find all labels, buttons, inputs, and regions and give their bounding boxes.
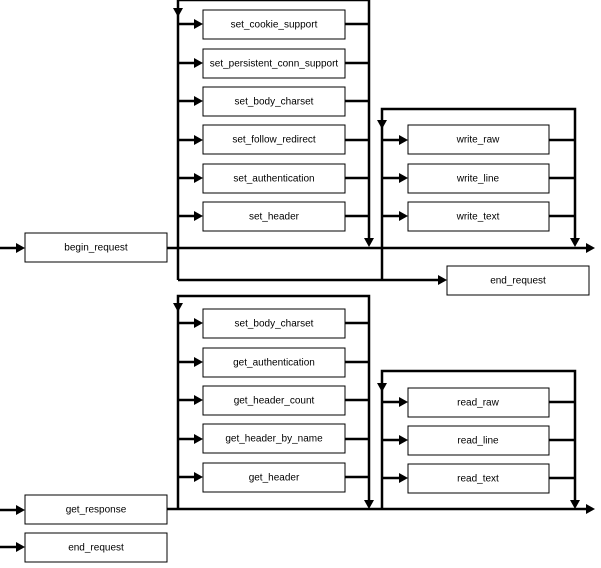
setter-label: set_header xyxy=(249,212,300,223)
reader-label: read_line xyxy=(457,436,499,447)
writer-box-raw: write_raw xyxy=(407,124,550,155)
request-end-bypass-arrow xyxy=(438,275,447,285)
setter-box-cookie-support: set_cookie_support xyxy=(202,9,346,40)
get-response-entry-arrow xyxy=(16,505,25,515)
get-response-box: get_response xyxy=(24,494,168,525)
response-readers-loop-top-arrow xyxy=(377,383,387,392)
begin-request-entry-arrow xyxy=(16,243,25,253)
writer-label: write_text xyxy=(456,212,500,223)
request-setters-loop-return-arrow xyxy=(364,238,374,247)
reader-box-line: read_line xyxy=(407,425,550,456)
response-getters-loop-line xyxy=(176,294,371,509)
setter-label: set_body_charset xyxy=(235,97,314,108)
request-writer-arrows xyxy=(382,135,408,221)
request-writer-return-lines xyxy=(549,138,575,218)
reader-label: read_raw xyxy=(457,398,499,409)
response-main-flow-arrow xyxy=(586,504,595,514)
setter-box-body-charset: set_body_charset xyxy=(202,86,346,117)
getter-box-body-charset: set_body_charset xyxy=(202,308,346,339)
begin-request-box: begin_request xyxy=(24,232,168,263)
setter-label: set_cookie_support xyxy=(231,20,318,31)
reader-box-raw: read_raw xyxy=(407,387,550,418)
reader-label: read_text xyxy=(457,474,499,485)
response-reader-return-lines xyxy=(549,400,575,480)
writer-label: write_raw xyxy=(456,135,501,146)
response-readers-loop-return-arrow xyxy=(570,500,580,509)
writer-label: write_line xyxy=(456,174,500,185)
request-writers-loop-line xyxy=(380,107,577,280)
setter-label: set_persistent_conn_support xyxy=(210,59,339,70)
request-section: begin_request set_cookie_support set_per… xyxy=(0,0,595,296)
setter-label: set_follow_redirect xyxy=(232,135,316,146)
end-request-label: end_request xyxy=(68,543,124,554)
request-writers-loop-top-arrow xyxy=(377,120,387,129)
getter-box-authentication: get_authentication xyxy=(202,347,346,378)
getter-label: get_header_count xyxy=(234,396,315,407)
end-request-box-bottom: end_request xyxy=(24,532,168,563)
setter-label: set_authentication xyxy=(233,174,314,185)
end-request-box-top: end_request xyxy=(446,265,590,296)
getter-box-header-count: get_header_count xyxy=(202,385,346,416)
writer-box-line: write_line xyxy=(407,163,550,194)
response-getters-loop-top-arrow xyxy=(173,303,183,312)
end-request-entry-arrow xyxy=(16,542,25,552)
getter-label: get_header_by_name xyxy=(225,434,323,445)
request-main-flow-arrow xyxy=(586,243,595,253)
getter-box-header-by-name: get_header_by_name xyxy=(202,423,346,454)
getter-label: get_authentication xyxy=(233,358,315,369)
request-setter-arrows xyxy=(178,19,203,221)
response-reader-arrows xyxy=(382,397,408,483)
response-section: get_response set_body_charset get_authen… xyxy=(0,294,595,563)
response-getter-arrows xyxy=(178,318,203,482)
end-request-label: end_request xyxy=(490,276,546,287)
request-writers-loop-return-arrow xyxy=(570,238,580,247)
reader-box-text: read_text xyxy=(407,463,550,494)
setter-box-persistent-conn: set_persistent_conn_support xyxy=(202,48,346,79)
writer-box-text: write_text xyxy=(407,201,550,232)
getter-label: set_body_charset xyxy=(235,319,314,330)
begin-request-label: begin_request xyxy=(64,243,128,254)
setter-box-authentication: set_authentication xyxy=(202,163,346,194)
getter-label: get_header xyxy=(249,473,300,484)
response-getters-loop-return-arrow xyxy=(364,500,374,509)
setter-box-header: set_header xyxy=(202,201,346,232)
getter-box-header: get_header xyxy=(202,462,346,493)
response-getter-return-lines xyxy=(345,321,369,479)
get-response-label: get_response xyxy=(66,505,127,516)
setter-box-follow-redirect: set_follow_redirect xyxy=(202,124,346,155)
request-setters-loop-top-arrow xyxy=(173,8,183,17)
request-setter-return-lines xyxy=(345,22,369,218)
